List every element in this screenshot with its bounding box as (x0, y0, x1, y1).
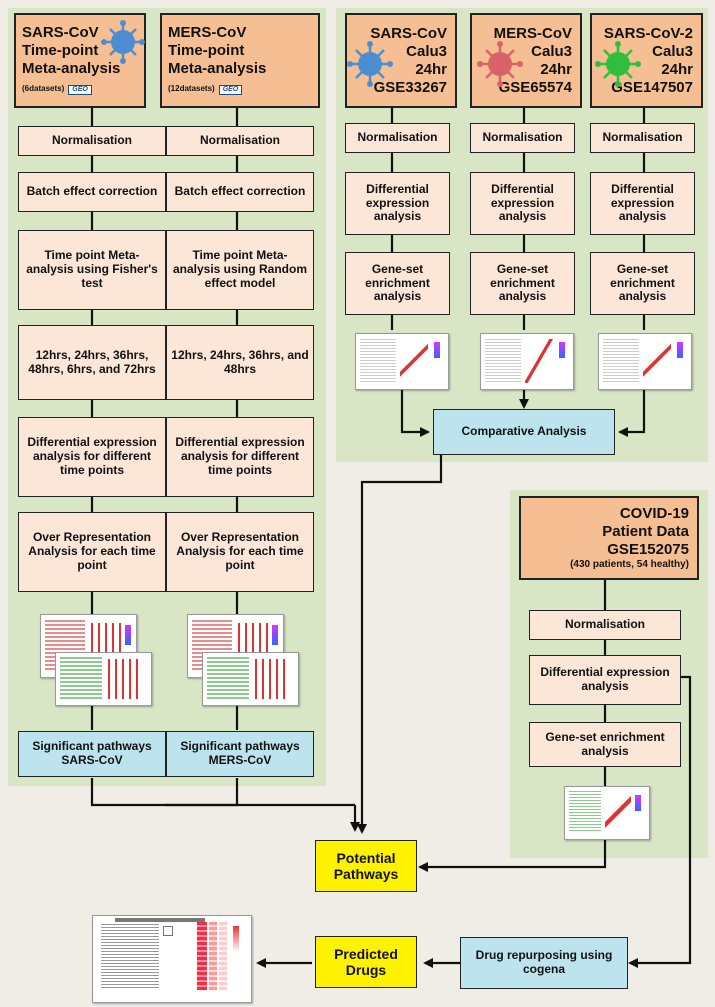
sars2-calu3-dea: Differential expression analysis (590, 172, 695, 235)
sars-ora-plot-thumbnail-2 (55, 652, 152, 706)
covid-patient-header: COVID-19 Patient Data GSE152075 (430 pat… (519, 496, 699, 580)
sars-batch-correction: Batch effect correction (18, 172, 166, 212)
sars-calu3-gsea-plot-thumbnail (355, 333, 449, 390)
mers-meta-random-effect: Time point Meta-analysis using Random ef… (166, 230, 314, 310)
sars-title-1: SARS-CoV (22, 24, 99, 42)
sars-normalisation: Normalisation (18, 126, 166, 156)
mers-meta-header: MERS-CoV Time-point Meta-analysis (12dat… (160, 13, 320, 108)
geo-logo: GEO (218, 85, 243, 96)
sars-calu3-dea: Differential expression analysis (345, 172, 450, 235)
mers-normalisation: Normalisation (166, 126, 314, 156)
covid-dea: Differential expression analysis (529, 655, 681, 705)
sars-significant-pathways: Significant pathways SARS-CoV (18, 731, 166, 777)
drug-heatmap-thumbnail (92, 915, 252, 1003)
mers-title-3: Meta-analysis (168, 60, 267, 78)
sars2-calu3-header: SARS-CoV-2 Calu3 24hr GSE147507 (590, 13, 703, 108)
mers-dea-timepoints: Differential expression analysis for dif… (166, 417, 314, 497)
covid-patient-note: (430 patients, 54 healthy) (570, 559, 689, 571)
sars-timepoints: 12hrs, 24hrs, 36hrs, 48hrs, 6hrs, and 72… (18, 325, 166, 400)
sars-title-2: Time-point (22, 42, 99, 60)
potential-pathways: Potential Pathways (315, 840, 417, 892)
mers-title-1: MERS-CoV (168, 24, 247, 42)
mers-title-2: Time-point (168, 42, 245, 60)
mers-significant-pathways: Significant pathways MERS-CoV (166, 731, 314, 777)
mers-ora: Over Representation Analysis for each ti… (166, 512, 314, 592)
sars-ora: Over Representation Analysis for each ti… (18, 512, 166, 592)
sars2-calu3-gsea: Gene-set enrichment analysis (590, 252, 695, 315)
sars-dataset-note: (6datasets) (22, 84, 65, 94)
covid-gsea-plot-thumbnail (564, 786, 650, 840)
predicted-drugs: Predicted Drugs (315, 936, 417, 988)
mers-calu3-gsea: Gene-set enrichment analysis (470, 252, 575, 315)
sars-calu3-normalisation: Normalisation (345, 123, 450, 153)
mers-dataset-note: (12datasets) (168, 84, 215, 94)
sars2-calu3-normalisation: Normalisation (590, 123, 695, 153)
sars-dea-timepoints: Differential expression analysis for dif… (18, 417, 166, 497)
comparative-analysis: Comparative Analysis (433, 409, 615, 455)
sars-calu3-gsea: Gene-set enrichment analysis (345, 252, 450, 315)
mers-timepoints: 12hrs, 24hrs, 36hrs, and 48hrs (166, 325, 314, 400)
geo-logo: GEO (68, 85, 92, 96)
mers-calu3-gsea-plot-thumbnail (480, 333, 574, 390)
mers-calu3-dea: Differential expression analysis (470, 172, 575, 235)
covid-normalisation: Normalisation (529, 610, 681, 640)
drug-repurposing: Drug repurposing using cogena (460, 937, 628, 989)
sars-meta-header: SARS-CoV Time-point Meta-analysis (6data… (14, 13, 146, 108)
sars-calu3-header: SARS-CoV Calu3 24hr GSE33267 (345, 13, 457, 108)
mers-calu3-normalisation: Normalisation (470, 123, 575, 153)
mers-batch-correction: Batch effect correction (166, 172, 314, 212)
mers-ora-plot-thumbnail-2 (202, 652, 299, 706)
mers-calu3-header: MERS-CoV Calu3 24hr GSE65574 (470, 13, 582, 108)
sars2-calu3-gsea-plot-thumbnail (598, 333, 692, 390)
covid-gsea: Gene-set enrichment analysis (529, 722, 681, 767)
sars-meta-fisher: Time point Meta-analysis using Fisher's … (18, 230, 166, 310)
sars-title-3: Meta-analysis (22, 60, 121, 78)
